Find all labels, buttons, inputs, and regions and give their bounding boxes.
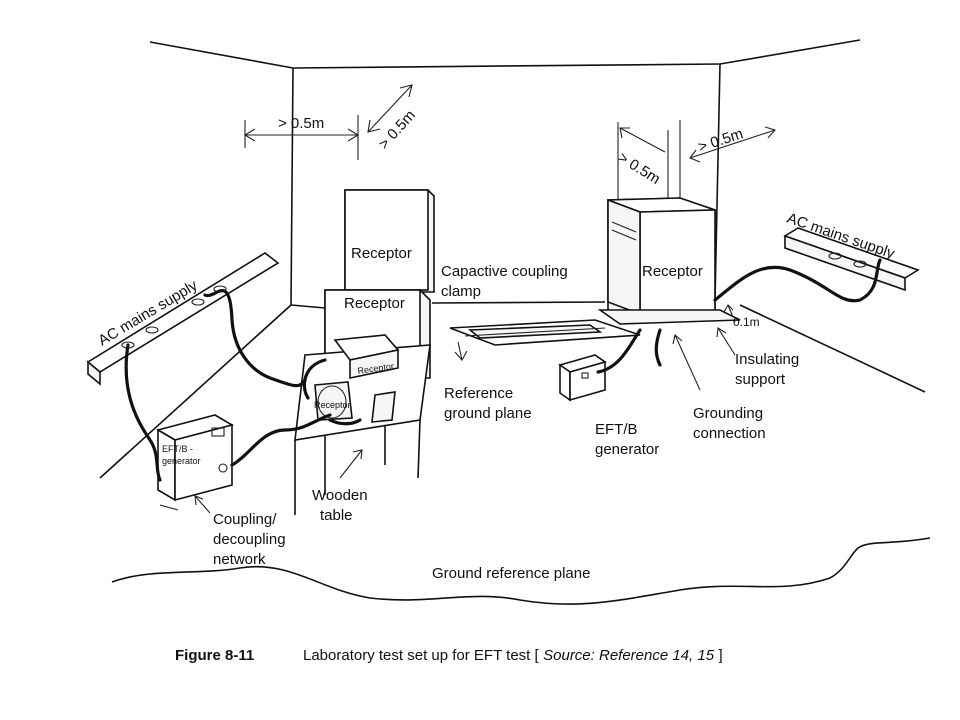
capacitive-coupling-clamp <box>449 319 641 361</box>
coupling-network-label-line1: Coupling/ <box>213 511 277 528</box>
dim-right-front-label: > 0.5m <box>615 149 663 188</box>
eft-generator-left <box>155 414 235 511</box>
caption-text: Laboratory test set up for EFT test [ <box>303 647 539 664</box>
grounding-connection-label-line2: connection <box>693 425 766 442</box>
reference-ground-label-line1: Reference <box>444 385 513 402</box>
caption-source: Source: Reference 14, 15 <box>543 647 715 664</box>
receptor-right-label: Receptor <box>642 263 703 280</box>
leader-lines <box>194 327 736 514</box>
eft-box-label-line2: generator <box>162 456 201 466</box>
dim-wall-left-label: > 0.5m <box>278 115 324 132</box>
receptor-right <box>597 197 741 325</box>
receptor-top-label: Receptor <box>351 245 412 262</box>
receptor-small-2-label: Receptor <box>314 400 351 410</box>
reference-ground-label-line2: ground plane <box>444 405 532 422</box>
caption-close: ] <box>719 647 723 664</box>
eft-box-label-line1: EFT/B - <box>162 444 193 454</box>
coupling-network-label-line2: decoupling <box>213 531 286 548</box>
wooden-table-label-line2: table <box>320 507 353 524</box>
coupling-network-label-line3: network <box>213 551 266 568</box>
ac-mains-left <box>86 252 280 386</box>
dim-wall-back-label: > 0.5m <box>375 107 419 153</box>
dim-right-side-label: > 0.5m <box>696 125 745 155</box>
grounding-connection-label-line1: Grounding <box>693 405 763 422</box>
eft-generator-right <box>558 354 607 402</box>
eft-generator-label-line2: generator <box>595 441 659 458</box>
small-receptors <box>314 334 400 423</box>
figure-caption: Figure 8-11 Laboratory test set up for E… <box>175 647 723 664</box>
capacitive-clamp-label-line1: Capactive coupling <box>441 263 568 280</box>
room-walls <box>99 39 926 479</box>
wooden-table-label-line1: Wooden <box>312 487 368 504</box>
eft-generator-label-line1: EFT/B <box>595 421 638 438</box>
capacitive-clamp-label-line2: clamp <box>441 283 481 300</box>
ground-reference-plane-label: Ground reference plane <box>432 565 590 582</box>
cables <box>124 258 882 482</box>
ground-plane-edge <box>111 537 931 605</box>
insulating-support-label-line2: support <box>735 371 786 388</box>
dim-height-label: 0.1m <box>733 315 760 329</box>
caption-number: Figure 8-11 <box>175 647 254 664</box>
receptor-bottom-label: Receptor <box>344 295 405 312</box>
dimension-arrows <box>243 84 776 323</box>
insulating-support-label-line1: Insulating <box>735 351 799 368</box>
